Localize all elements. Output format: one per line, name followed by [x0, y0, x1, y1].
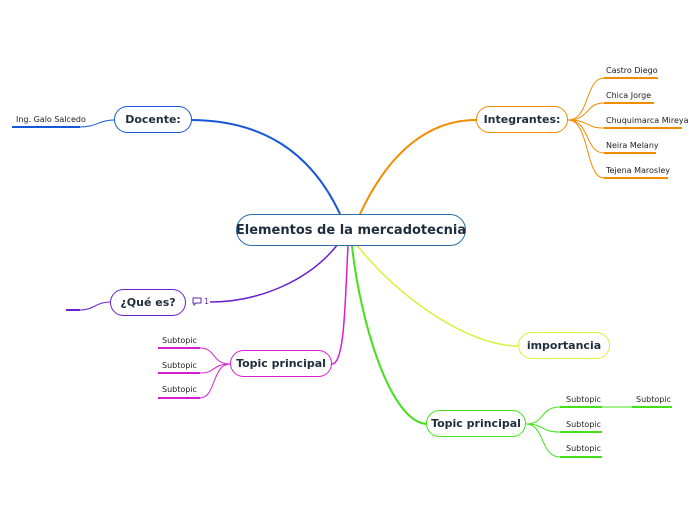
leaf-integrante[interactable]: Tejena Marosley [606, 166, 670, 175]
connector-topic-magenta-leaf [199, 363, 231, 399]
connector-topic-green-leaf [525, 406, 561, 425]
leaf-subtopic[interactable]: Subtopic [636, 395, 671, 404]
connector-integrantes-leaf [567, 77, 605, 121]
connector-integrantes [359, 119, 477, 215]
central-topic[interactable]: Elementos de la mercadotecnia [236, 214, 466, 246]
leaf-integrante[interactable]: Chuquimarca Mireya [606, 116, 689, 125]
connector-importancia [355, 243, 519, 347]
branch-docente[interactable]: Docente: [114, 106, 192, 133]
leaf-subtopic[interactable]: Subtopic [162, 336, 197, 345]
leaf-subtopic[interactable]: Subtopic [162, 361, 197, 370]
leaf-integrante[interactable]: Castro Diego [606, 66, 658, 75]
connector-integrantes-leaf [567, 119, 605, 179]
note-count: 1 [204, 297, 210, 306]
note-indicator[interactable]: 1 [192, 297, 209, 306]
connector-integrantes-leaf [567, 102, 605, 121]
leaf-integrante[interactable]: Chica Jorge [606, 91, 652, 100]
leaf-subtopic[interactable]: Subtopic [566, 444, 601, 453]
connector-que-es [209, 243, 339, 303]
comment-icon [192, 297, 202, 306]
branch-topic-magenta[interactable]: Topic principal [230, 350, 332, 377]
connector-topic-green [351, 245, 429, 425]
leaf-subtopic[interactable]: Subtopic [566, 395, 601, 404]
leaf-docente[interactable]: Ing. Galo Salcedo [16, 115, 86, 124]
connector-topic-green-leaf [525, 423, 561, 458]
connector-docente-leaf [79, 119, 115, 128]
connector-que-es-leaf [79, 301, 111, 311]
connector-integrantes-leaf [567, 119, 605, 154]
leaf-subtopic[interactable]: Subtopic [162, 385, 197, 394]
connector-topic-magenta [331, 245, 349, 365]
branch-integrantes[interactable]: Integrantes: [476, 106, 568, 133]
connector-docente [189, 119, 341, 215]
leaf-subtopic[interactable]: Subtopic [566, 420, 601, 429]
connector-topic-magenta-leaf [199, 347, 231, 365]
branch-importancia[interactable]: importancia [518, 332, 610, 359]
branch-que-es[interactable]: ¿Qué es? [110, 289, 186, 316]
leaf-integrante[interactable]: Neira Melany [606, 141, 659, 150]
branch-topic-green[interactable]: Topic principal [426, 410, 526, 437]
